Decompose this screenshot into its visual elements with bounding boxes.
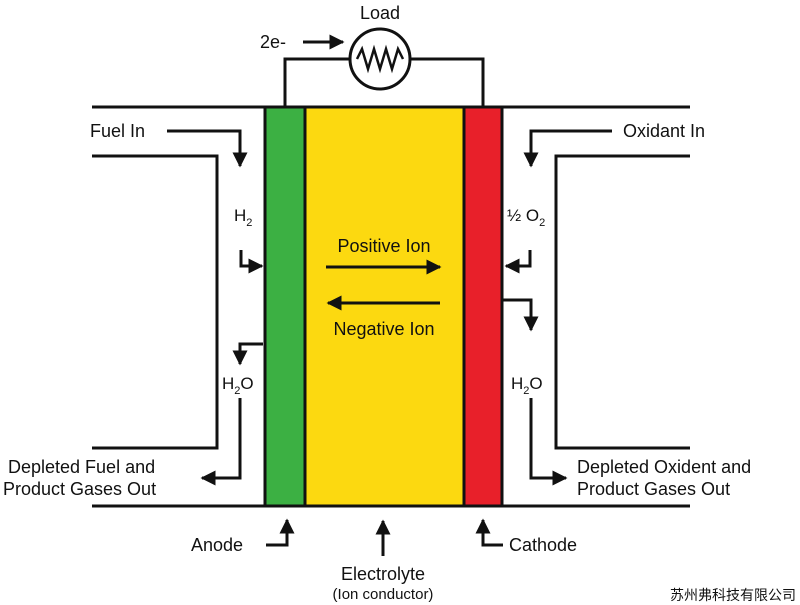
h2o-left-label: H2O	[222, 374, 254, 397]
depleted-fuel-label-line1: Depleted Fuel and	[8, 457, 155, 477]
electrolyte-label: Electrolyte	[341, 564, 425, 584]
positive-ion-label: Positive Ion	[337, 236, 430, 256]
from-cathode-arrow	[503, 298, 539, 332]
o2-label: ½ O2	[507, 206, 545, 229]
cathode-layer	[462, 105, 504, 508]
cathode-pointer-arrow	[475, 518, 503, 547]
anode-layer	[263, 105, 307, 508]
fuel-in-label: Fuel In	[90, 121, 145, 141]
h2-to-anode-arrow	[239, 250, 264, 274]
h2-label: H2	[234, 206, 252, 229]
h2o-from-anode-arrow	[232, 342, 263, 366]
ion-conductor-label: (Ion conductor)	[333, 586, 434, 603]
electrolyte-layer	[303, 105, 466, 508]
electrons-label: 2e-	[260, 32, 286, 52]
watermark-text: 苏州弗科技有限公司	[670, 588, 796, 604]
anode-pointer-arrow	[266, 518, 295, 547]
cathode-label: Cathode	[509, 535, 577, 555]
anode-label: Anode	[191, 535, 243, 555]
depleted-fuel-arrow	[200, 398, 242, 486]
oxidant-in-arrow	[523, 129, 612, 168]
resistor-zigzag	[355, 44, 405, 74]
load-label: Load	[360, 3, 400, 23]
h2o-right-label: H2O	[511, 374, 543, 397]
o2-to-cathode-arrow	[504, 250, 532, 274]
depleted-oxidant-label-line1: Depleted Oxident and	[577, 457, 751, 477]
depleted-fuel-label-line2: Product Gases Out	[3, 479, 156, 499]
load-resistor-symbol	[348, 27, 412, 91]
negative-ion-label: Negative Ion	[333, 319, 434, 339]
external-circuit-wire	[283, 57, 485, 107]
fuel-in-arrow	[167, 129, 248, 168]
depleted-oxidant-label-line2: Product Gases Out	[577, 479, 730, 499]
oxidant-in-label: Oxidant In	[623, 121, 705, 141]
housing	[92, 105, 690, 508]
depleted-oxidant-arrow	[529, 398, 568, 486]
